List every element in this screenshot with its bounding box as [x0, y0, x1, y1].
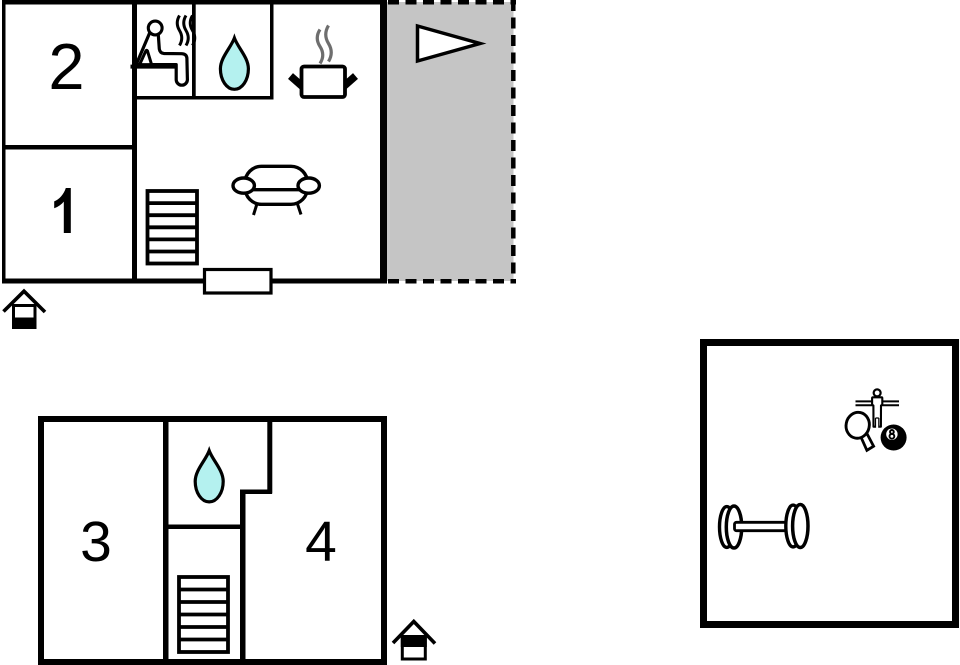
svg-text:4: 4	[305, 510, 337, 574]
svg-text:2: 2	[48, 30, 84, 103]
svg-text:3: 3	[80, 510, 112, 574]
